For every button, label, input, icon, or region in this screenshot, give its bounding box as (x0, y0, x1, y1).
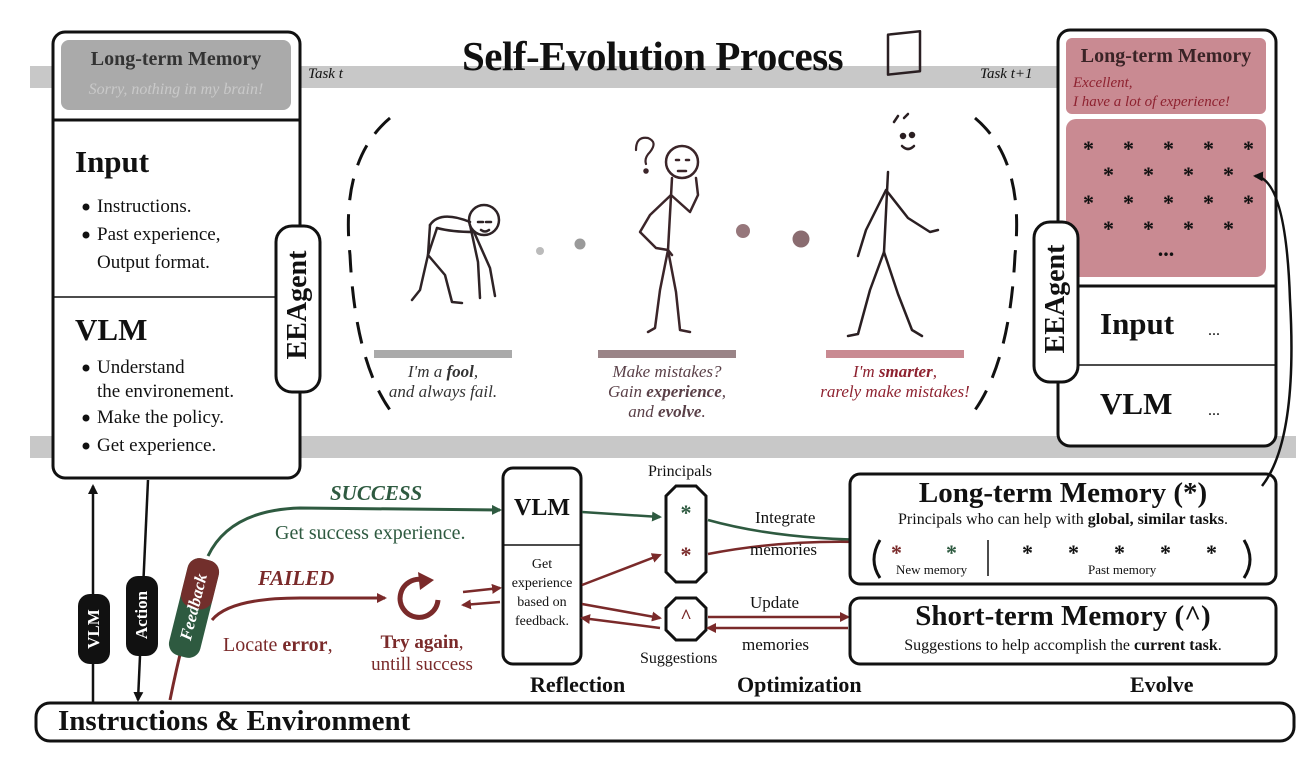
action-pill-label: Action (132, 590, 151, 640)
right-vlm-ellipsis: ... (1208, 402, 1220, 419)
right-eeagent-label: EEAgent (1040, 244, 1071, 354)
left-input-title: Input (75, 144, 150, 179)
left-vlm-item-1: Understand (97, 357, 185, 378)
right-memory-box (1066, 38, 1266, 114)
optimization-label: Optimization (737, 672, 862, 697)
try-again-text: Try again, untill success (371, 632, 473, 675)
long-term-memory-box (848, 472, 1278, 586)
left-memory-box (61, 40, 291, 110)
vlm-pill (78, 594, 110, 664)
left-vlm-title: VLM (75, 312, 148, 347)
right-eeagent-tag (1032, 220, 1080, 384)
suggestions-box (664, 596, 708, 642)
past-memory-star: * (1160, 540, 1171, 565)
memory-star: * (1123, 190, 1134, 215)
new-memory-star-green: * (946, 540, 957, 565)
memory-star: * (1223, 216, 1234, 241)
left-vlm-item-2: the environement. (97, 381, 235, 402)
principal-star-green: * (680, 500, 692, 525)
action-pill (126, 576, 158, 656)
reflection-text: Get experience based on feedback. (511, 557, 573, 629)
principals-label: Principals (648, 463, 712, 480)
memory-star: * (1183, 216, 1194, 241)
memory-star: * (1243, 190, 1254, 215)
right-input-title: Input (1100, 306, 1175, 341)
ltm-subtitle: Principals who can help with global, sim… (898, 511, 1228, 528)
right-memory-sub-2: I have a lot of experience! (1073, 94, 1231, 110)
memory-star: * (1183, 162, 1194, 187)
memory-star: * (1103, 216, 1114, 241)
past-memory-star: * (1206, 540, 1217, 565)
short-term-memory-box (848, 596, 1278, 666)
thinking-figure (634, 136, 700, 334)
left-eeagent-tag (274, 224, 322, 394)
reflection-vlm-label: VLM (514, 495, 570, 521)
principal-star-red: * (680, 542, 692, 567)
principals-box (664, 484, 708, 584)
left-input-item-2: Past experience, (97, 224, 221, 245)
memory-star: * (1203, 136, 1214, 161)
memory-star: * (1163, 136, 1174, 161)
middle-band (30, 436, 1296, 458)
left-memory-subtitle: Sorry, nothing in my brain! (88, 81, 264, 98)
evolve-label: Evolve (1130, 672, 1194, 697)
past-memory-star: * (1068, 540, 1079, 565)
success-subtitle: Get success experience. (275, 522, 466, 544)
stage-1-caption: I'm a fool, and always fail. (388, 362, 498, 401)
smarter-figure (846, 30, 940, 338)
update-memories-label: memories (742, 635, 810, 654)
right-memory-sub-1: Excellent, (1073, 75, 1133, 91)
diagram-title: Self-Evolution Process (462, 33, 844, 79)
right-vlm-title: VLM (1100, 386, 1173, 421)
memory-star: * (1163, 190, 1174, 215)
past-memory-star: * (1114, 540, 1125, 565)
past-memory-label: Past memory (1088, 562, 1157, 577)
right-stars-ellipsis: ... (1157, 236, 1175, 261)
stage-2-caption: Make mistakes? Gain experience, and evol… (607, 362, 727, 421)
task-t-label: Task t (308, 66, 343, 82)
memory-star: * (1103, 162, 1114, 187)
integrate-memories-label: memories (750, 540, 818, 559)
failed-label: FAILED (258, 566, 335, 590)
integrate-label: Integrate (755, 508, 816, 527)
stm-title: Short-term Memory (^) (915, 600, 1211, 632)
right-stars-box (1066, 119, 1266, 277)
reflection-box (501, 466, 583, 666)
update-label: Update (750, 593, 800, 612)
left-memory-title: Long-term Memory (90, 48, 262, 70)
memory-star: * (1203, 190, 1214, 215)
stage-3-caption: I'm smarter, rarely make mistakes! (820, 362, 970, 401)
fool-figure (410, 203, 501, 305)
stm-subtitle: Suggestions to help accomplish the curre… (904, 637, 1222, 654)
memory-star: * (1083, 190, 1094, 215)
left-vlm-item-4: Get experience. (97, 435, 217, 456)
memory-star: * (1143, 162, 1154, 187)
environment-bar (34, 701, 1296, 743)
left-input-item-1: Instructions. (97, 196, 192, 217)
memory-star: * (1243, 136, 1254, 161)
left-eeagent-label: EEAgent (282, 250, 313, 360)
memory-star: * (1143, 216, 1154, 241)
memory-star: * (1123, 136, 1134, 161)
left-vlm-item-3: Make the policy. (97, 407, 224, 428)
memory-star: * (1083, 136, 1094, 161)
new-memory-star-red: * (891, 540, 902, 565)
reflection-label: Reflection (530, 672, 626, 697)
locate-error-text: Locate error, (223, 634, 333, 656)
new-memory-label: New memory (896, 562, 968, 577)
suggestion-caret: ^ (680, 606, 692, 628)
memory-star: * (1223, 162, 1234, 187)
right-input-ellipsis: ... (1208, 322, 1220, 339)
left-input-item-3: Output format. (97, 252, 210, 273)
environment-label: Instructions & Environment (58, 705, 411, 737)
success-label: SUCCESS (330, 481, 423, 505)
suggestions-label: Suggestions (640, 650, 718, 667)
right-memory-title: Long-term Memory (1080, 45, 1252, 67)
vlm-pill-label: VLM (84, 609, 103, 649)
ltm-title: Long-term Memory (*) (918, 477, 1208, 509)
past-memory-star: * (1022, 540, 1033, 565)
task-t1-label: Task t+1 (980, 66, 1033, 82)
